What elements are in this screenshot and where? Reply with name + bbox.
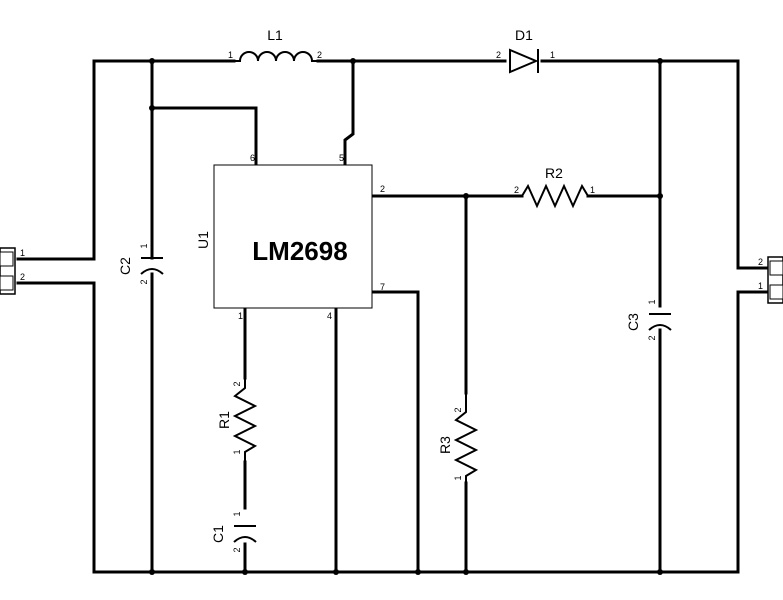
diode-ref-label: D1 xyxy=(515,27,533,43)
pin-number: 2 xyxy=(758,257,763,267)
pin-number: 1 xyxy=(232,449,242,454)
capacitor-ref-label: C1 xyxy=(210,525,226,543)
connector-pin-box xyxy=(769,284,783,300)
pin-number: 2 xyxy=(139,279,149,284)
junction-dot xyxy=(333,569,339,575)
junction-dot xyxy=(415,569,421,575)
capacitor-c3: C3 1 2 xyxy=(625,299,672,341)
capacitor-curved-plate xyxy=(233,536,257,543)
pin-number: 2 xyxy=(380,184,385,194)
resistor-zigzag xyxy=(453,393,479,483)
pin-number: 2 xyxy=(496,50,501,60)
resistor-r3: R3 2 1 xyxy=(437,393,479,483)
connector-output: 2 1 xyxy=(758,256,783,304)
pin-number: 1 xyxy=(590,185,595,195)
junction-dot xyxy=(657,569,663,575)
junction-dot xyxy=(350,58,356,64)
wire-bottom-rail xyxy=(92,290,740,574)
junction-dot xyxy=(657,58,663,64)
resistor-ref-label: R1 xyxy=(216,411,232,429)
pin-number: 2 xyxy=(647,335,657,340)
pin-number: 1 xyxy=(139,243,149,248)
pin-number: 1 xyxy=(758,281,763,291)
wire-pin7 xyxy=(370,290,420,574)
inductor-coil xyxy=(234,51,318,62)
junction-dot xyxy=(463,193,469,199)
resistor-zigzag xyxy=(232,378,258,462)
resistor-ref-label: R2 xyxy=(545,165,563,181)
wire-top-right xyxy=(540,59,740,270)
inductor-ref-label: L1 xyxy=(267,27,283,43)
capacitor-ref-label: C3 xyxy=(625,313,641,331)
resistor-zigzag xyxy=(521,183,589,209)
pin-number: 5 xyxy=(339,153,344,163)
capacitor-curved-plate xyxy=(648,324,672,331)
wire-pin6 xyxy=(150,106,258,167)
ic-part-label: LM2698 xyxy=(252,236,347,266)
junction-dot xyxy=(242,569,248,575)
pin-number: 1 xyxy=(20,248,25,258)
ic-ref-label: U1 xyxy=(195,231,211,249)
resistor-r2: R2 2 1 xyxy=(514,165,595,209)
pin-number: 6 xyxy=(250,153,255,163)
pin-number: 2 xyxy=(232,547,242,552)
junction-dot xyxy=(149,105,155,111)
pin-number: 1 xyxy=(550,50,555,60)
pin-number: 4 xyxy=(327,311,332,321)
connector-pin-box xyxy=(0,251,14,267)
junction-dot xyxy=(149,569,155,575)
pin-number: 7 xyxy=(380,282,385,292)
pin-number: 1 xyxy=(228,50,233,60)
capacitor-curved-plate xyxy=(140,268,164,275)
resistor-ref-label: R3 xyxy=(437,436,453,454)
pin-number: 2 xyxy=(232,381,242,386)
junction-dot xyxy=(149,58,155,64)
pin-number: 1 xyxy=(238,311,243,321)
junction-dot xyxy=(657,193,663,199)
pin-number: 2 xyxy=(514,185,519,195)
diode-triangle xyxy=(509,48,539,74)
capacitor-ref-label: C2 xyxy=(117,257,133,275)
connector-input: 1 2 xyxy=(0,247,25,295)
wire-pin5 xyxy=(343,59,355,167)
pin-number: 2 xyxy=(317,50,322,60)
connector-pin-box xyxy=(769,260,783,276)
pin-number: 1 xyxy=(647,299,657,304)
resistor-r1: R1 2 1 xyxy=(216,378,258,462)
capacitor-c1: C1 1 2 xyxy=(210,511,257,553)
pin-number: 2 xyxy=(453,407,463,412)
junction-dot xyxy=(463,569,469,575)
pin-number: 2 xyxy=(20,272,25,282)
inductor-l1: L1 1 2 xyxy=(228,27,322,62)
junctions xyxy=(149,58,663,575)
wires xyxy=(16,59,770,574)
diode-d1: D1 2 1 xyxy=(496,27,555,74)
connector-pin-box xyxy=(0,275,14,291)
pin-number: 1 xyxy=(453,475,463,480)
pin-number: 1 xyxy=(232,511,242,516)
capacitor-c2: C2 1 2 xyxy=(117,243,164,285)
ic-u1: LM2698 U1 6 5 2 7 1 4 xyxy=(195,153,385,321)
ic-body xyxy=(213,164,373,309)
